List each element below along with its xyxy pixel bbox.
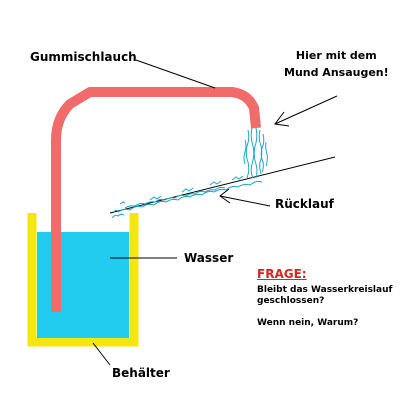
return-water [111,175,263,219]
arrow-return [219,188,271,207]
rubber-hose [51,87,261,312]
question-line-3: Wenn nein, Warum? [257,318,359,328]
label-suck-here: Hier mit dem Mund Ansaugen! [284,47,389,81]
question-heading: FRAGE: [257,267,307,281]
falling-water [243,127,268,179]
label-suck-line1: Hier mit dem [295,49,377,62]
label-container: Behälter [112,366,170,380]
label-water: Wasser [184,251,234,265]
label-return-flow: Rücklauf [275,197,334,211]
return-ramp [109,156,336,214]
arrow-suck [274,95,338,127]
water-fill [37,232,129,338]
question-spacer [257,307,407,318]
pointer-hose [135,59,216,89]
container [27,213,139,347]
label-hose: Gummischlauch [30,50,137,64]
pointer-container [92,342,111,366]
question-line-1: Bleibt das Wasserkreislauf [257,285,393,295]
question-box: FRAGE: Bleibt das Wasserkreislauf geschl… [257,267,407,329]
label-suck-line2: Mund Ansaugen! [284,66,389,79]
question-line-2: geschlossen? [257,296,325,306]
